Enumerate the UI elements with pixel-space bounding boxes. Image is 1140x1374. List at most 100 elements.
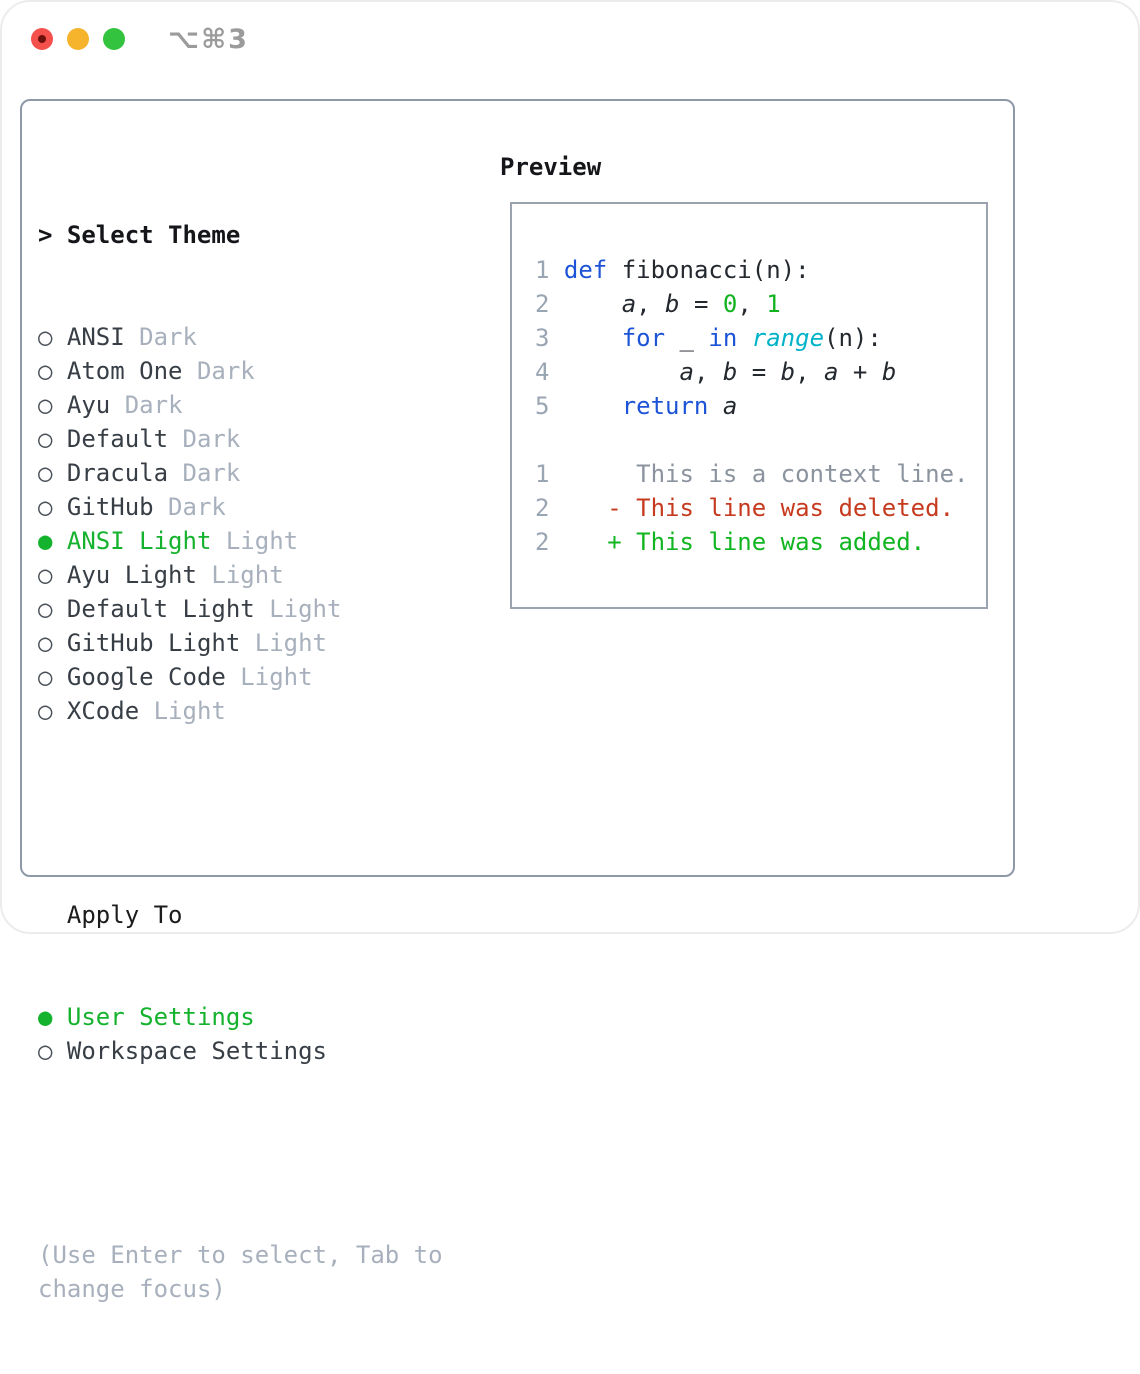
option-label: ANSI Light bbox=[66, 527, 212, 555]
radio-unselected-icon: ○ bbox=[38, 561, 67, 589]
radio-unselected-icon: ○ bbox=[38, 459, 67, 487]
apply-option-user-settings[interactable]: ● User Settings bbox=[38, 1000, 478, 1034]
code-token-plain: + bbox=[838, 358, 882, 386]
code-token-variable: a bbox=[824, 358, 839, 386]
code-token-plain: , bbox=[636, 290, 666, 318]
code-token-variable: b bbox=[665, 290, 680, 318]
code-token-plain bbox=[564, 290, 622, 318]
apply-to-title: Apply To bbox=[66, 901, 183, 929]
option-label: Ayu Light bbox=[66, 561, 197, 589]
focus-cursor: > bbox=[38, 221, 53, 249]
code-token-plain bbox=[737, 324, 751, 352]
radio-selected-icon: ● bbox=[38, 1003, 67, 1031]
code-line: 1 This is a context line. bbox=[535, 457, 986, 491]
code-token-deleted: - This line was deleted. bbox=[607, 494, 955, 522]
traffic-light-zoom-icon[interactable] bbox=[103, 28, 125, 50]
code-line: 2 + This line was added. bbox=[535, 525, 986, 559]
theme-option-github[interactable]: ○ GitHub Dark bbox=[38, 490, 478, 524]
option-label: Atom One bbox=[66, 357, 183, 385]
theme-option-google-code[interactable]: ○ Google Code Light bbox=[38, 660, 478, 694]
option-label: Default Light bbox=[66, 595, 255, 623]
theme-option-ansi[interactable]: ○ ANSI Dark bbox=[38, 320, 478, 354]
code-line: 2 - This line was deleted. bbox=[535, 491, 986, 525]
apply-to-list: ● User Settings○ Workspace Settings bbox=[38, 1000, 478, 1068]
code-token-builtin: range bbox=[751, 324, 825, 352]
traffic-light-close-icon[interactable] bbox=[31, 28, 53, 50]
theme-option-atom-one[interactable]: ○ Atom One Dark bbox=[38, 354, 478, 388]
radio-unselected-icon: ○ bbox=[38, 425, 67, 453]
main-panel: >Select Theme ○ ANSI Dark○ Atom One Dark… bbox=[20, 99, 1015, 1303]
radio-unselected-icon: ○ bbox=[38, 595, 67, 623]
code-token-plain: = bbox=[737, 358, 781, 386]
theme-list: ○ ANSI Dark○ Atom One Dark○ Ayu Dark○ De… bbox=[38, 320, 478, 728]
theme-variant-label: Light bbox=[139, 697, 226, 725]
code-token-plain bbox=[564, 494, 607, 522]
radio-unselected-icon: ○ bbox=[38, 391, 67, 419]
theme-variant-label: Dark bbox=[110, 391, 183, 419]
theme-option-dracula[interactable]: ○ Dracula Dark bbox=[38, 456, 478, 490]
code-token-plain bbox=[564, 528, 607, 556]
code-token-plain: = bbox=[679, 290, 723, 318]
code-token-number: 0 bbox=[722, 290, 738, 318]
code-token-keyword: return bbox=[621, 392, 709, 420]
theme-variant-label: Light bbox=[225, 663, 313, 691]
line-number: 4 bbox=[535, 358, 550, 386]
code-token-variable: b bbox=[780, 358, 796, 386]
theme-variant-label: Dark bbox=[153, 493, 226, 521]
option-label: XCode bbox=[66, 697, 140, 725]
option-label: ANSI bbox=[66, 323, 125, 351]
radio-unselected-icon: ○ bbox=[38, 323, 67, 351]
theme-option-ansi-light[interactable]: ● ANSI Light Light bbox=[38, 524, 478, 558]
code-line bbox=[535, 423, 986, 457]
radio-unselected-icon: ○ bbox=[38, 357, 67, 385]
code-line: 2 a, b = 0, 1 bbox=[535, 287, 986, 321]
code-token-keyword: def bbox=[563, 256, 608, 284]
option-label: Ayu bbox=[66, 391, 111, 419]
theme-variant-label: Light bbox=[254, 595, 342, 623]
code-token-variable: a bbox=[722, 392, 738, 420]
apply-option-workspace-settings[interactable]: ○ Workspace Settings bbox=[38, 1034, 478, 1068]
code-token-plain bbox=[708, 392, 722, 420]
code-line: 4 a, b = b, a + b bbox=[535, 355, 986, 389]
code-token-plain bbox=[564, 358, 680, 386]
radio-unselected-icon: ○ bbox=[38, 1037, 67, 1065]
theme-variant-label: Dark bbox=[168, 425, 241, 453]
theme-option-xcode[interactable]: ○ XCode Light bbox=[38, 694, 478, 728]
code-token-plain: , bbox=[693, 358, 723, 386]
radio-unselected-icon: ○ bbox=[38, 697, 67, 725]
option-label: Dracula bbox=[66, 459, 169, 487]
code-token-number: 1 bbox=[766, 290, 781, 318]
theme-list-title: Select Theme bbox=[66, 221, 241, 249]
theme-variant-label: Light bbox=[196, 561, 284, 589]
theme-variant-label: Dark bbox=[124, 323, 197, 351]
line-number: 2 bbox=[535, 494, 550, 522]
option-label: Workspace Settings bbox=[66, 1037, 327, 1065]
theme-option-default[interactable]: ○ Default Dark bbox=[38, 422, 478, 456]
option-label: Google Code bbox=[66, 663, 226, 691]
radio-selected-icon: ● bbox=[38, 527, 67, 555]
code-token-plain: , bbox=[737, 290, 767, 318]
code-line: 5 return a bbox=[535, 389, 986, 423]
theme-option-ayu-light[interactable]: ○ Ayu Light Light bbox=[38, 558, 478, 592]
theme-option-ayu[interactable]: ○ Ayu Dark bbox=[38, 388, 478, 422]
traffic-light-minimize-icon[interactable] bbox=[67, 28, 89, 50]
theme-option-default-light[interactable]: ○ Default Light Light bbox=[38, 592, 478, 626]
code-token-plain: fibonacci(n): bbox=[607, 256, 810, 284]
line-number: 5 bbox=[535, 392, 550, 420]
code-token-keyword: in bbox=[708, 324, 738, 352]
theme-option-github-light[interactable]: ○ GitHub Light Light bbox=[38, 626, 478, 660]
code-token-keyword: for bbox=[621, 324, 666, 352]
code-token-plain: , bbox=[795, 358, 825, 386]
radio-unselected-icon: ○ bbox=[38, 493, 67, 521]
app-window: ⌥⌘3 >Select Theme ○ ANSI Dark○ Atom One … bbox=[0, 0, 1140, 1303]
code-token-plain bbox=[564, 392, 622, 420]
window-shortcut-label: ⌥⌘3 bbox=[168, 24, 249, 55]
preview-title: Preview bbox=[500, 153, 602, 181]
theme-list-header: > Select Theme bbox=[38, 218, 478, 252]
line-number: 3 bbox=[535, 324, 550, 352]
spacer bbox=[38, 796, 478, 830]
option-label: User Settings bbox=[66, 1003, 255, 1031]
